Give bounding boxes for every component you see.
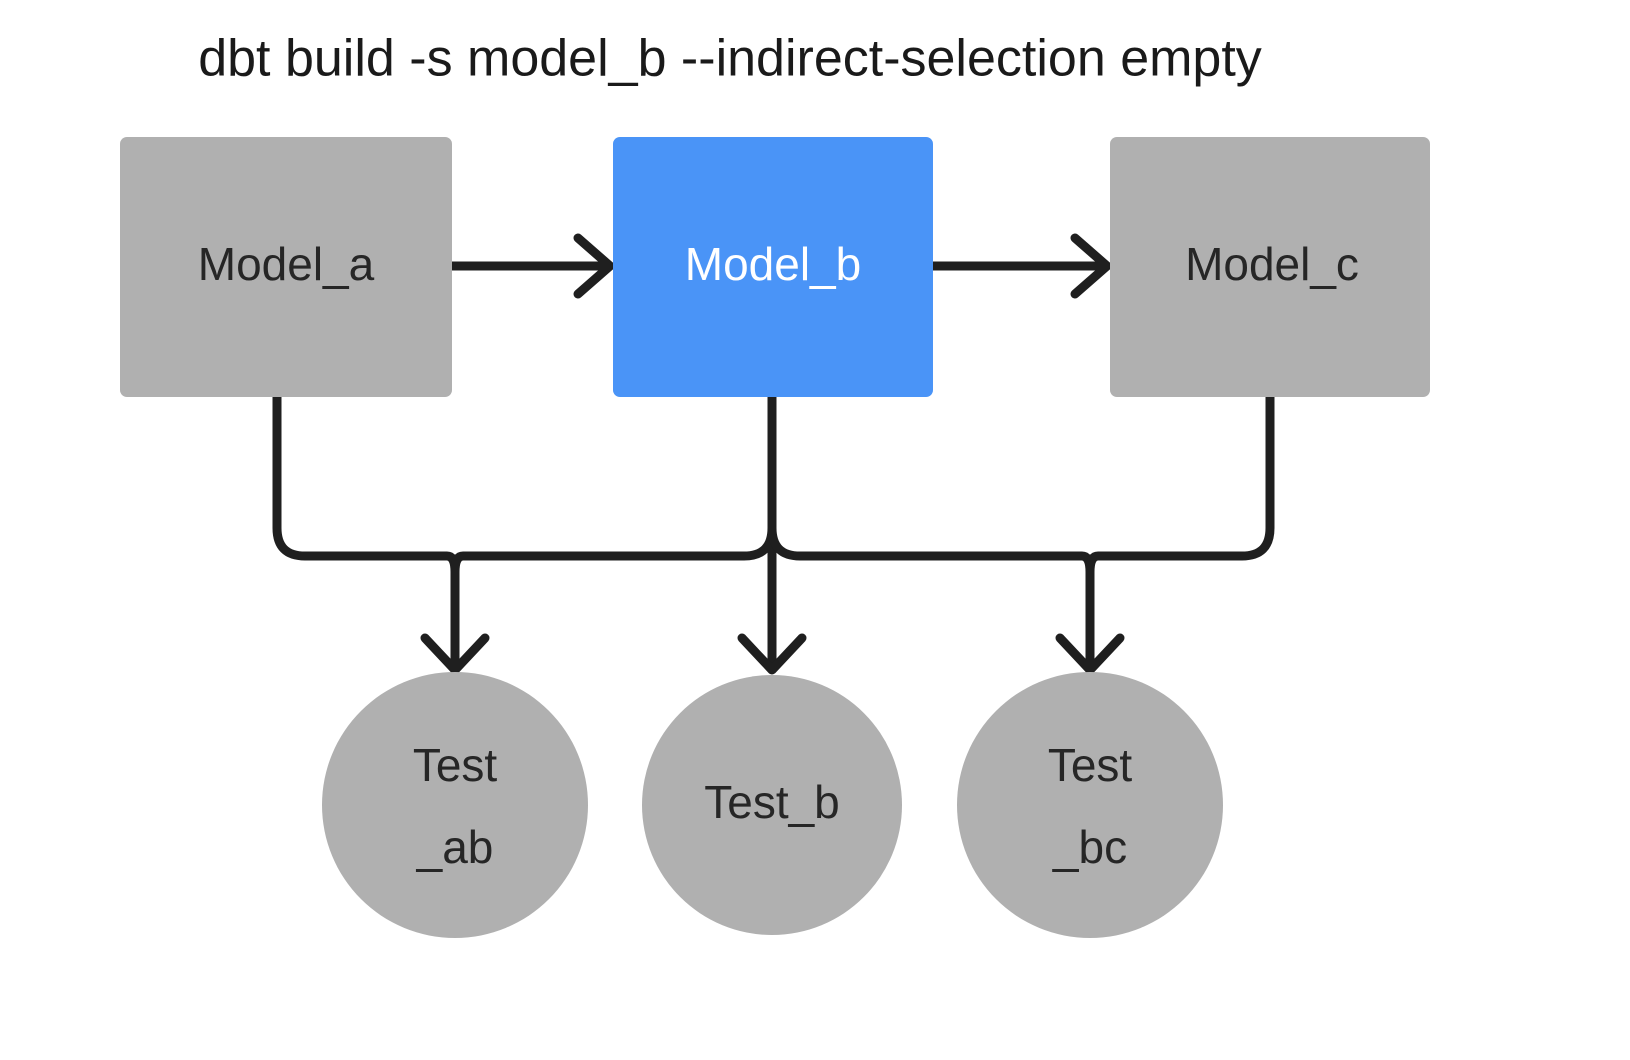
arrowhead-into-test-bc — [1055, 633, 1125, 675]
node-test-ab-label-line-1: Test — [413, 739, 498, 791]
diagram-title: dbt build -s model_b --indirect-selectio… — [198, 30, 1262, 88]
node-test-bc-shape[interactable] — [957, 672, 1223, 938]
node-test-b-shape[interactable] — [642, 675, 902, 935]
node-test-bc-label-line-2: _bc — [1052, 821, 1127, 873]
node-model-a[interactable]: Model_a — [120, 137, 452, 397]
node-model-b-shape[interactable] — [613, 137, 933, 397]
node-model-b-label: Model_b — [685, 238, 861, 290]
node-model-c-label: Model_c — [1185, 238, 1359, 290]
node-test-b[interactable]: Test_b — [642, 675, 902, 935]
node-test-ab-label-line-2: _ab — [416, 821, 494, 873]
node-test-ab-shape[interactable] — [322, 672, 588, 938]
node-model-c[interactable]: Model_c — [1110, 137, 1430, 397]
node-test-bc[interactable]: Test _bc — [957, 672, 1223, 938]
arrowhead-into-test-ab — [420, 633, 490, 675]
node-test-bc-label-line-1: Test — [1048, 739, 1133, 791]
node-model-a-shape[interactable] — [120, 137, 452, 397]
edge-model-a-to-model-b — [447, 233, 615, 299]
edge-model-b-to-model-c — [928, 233, 1112, 299]
node-model-c-shape[interactable] — [1110, 137, 1430, 397]
arrowhead-into-test-b — [737, 633, 807, 675]
node-test-ab[interactable]: Test _ab — [322, 672, 588, 938]
edge-model-c-to-test-bc — [1085, 392, 1275, 673]
node-model-b[interactable]: Model_b — [613, 137, 933, 397]
node-model-a-label: Model_a — [198, 238, 375, 290]
edge-model-a-to-test-ab — [272, 392, 460, 673]
edge-model-b-to-test-ab — [450, 392, 777, 673]
edge-model-b-to-test-bc — [767, 392, 1095, 673]
node-test-b-label-line-1: Test_b — [704, 776, 840, 828]
